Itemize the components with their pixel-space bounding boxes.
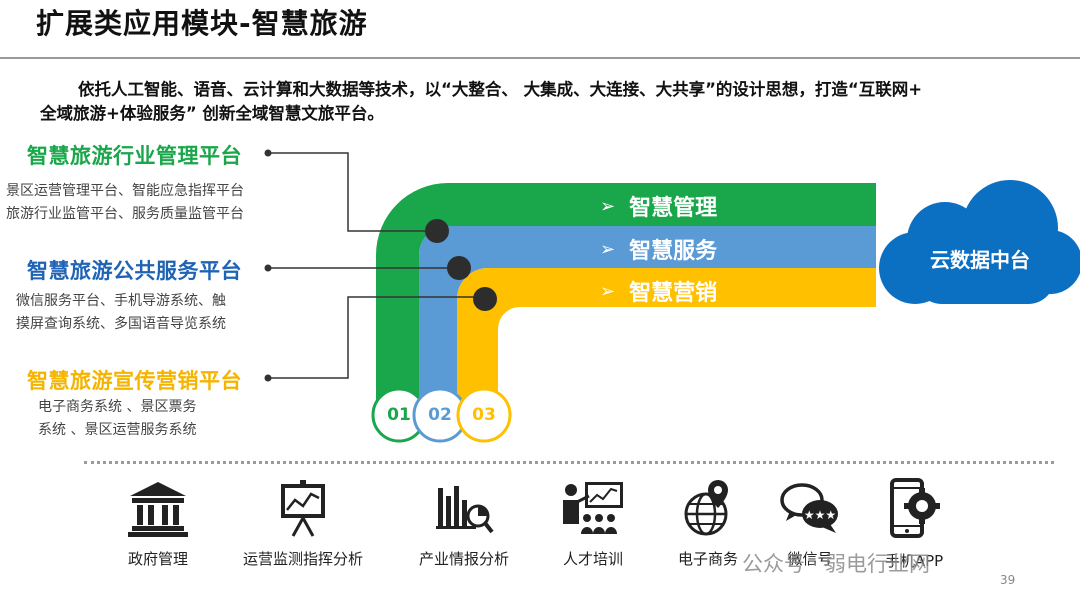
cloud-label: 云数据中台 [930, 248, 1030, 272]
number-03: 03 [472, 405, 496, 425]
icon-label-government: 政府管理 [127, 550, 188, 568]
platform-title-service: 智慧旅游公共服务平台 [27, 259, 242, 283]
icon-item-government: 政府管理 [118, 478, 198, 569]
platform-desc-service-2: 摸屏查询系统、多国语音导览系统 [16, 316, 226, 332]
arrow-right-icon: ➢ [600, 195, 616, 217]
number-circle-03 [456, 387, 512, 443]
page-title: 扩展类应用模块-智慧旅游 [36, 7, 368, 40]
connector-node-management [425, 219, 449, 243]
number-02: 02 [428, 405, 452, 425]
connector-dot-left-management [264, 149, 272, 157]
icon-label-ecommerce: 电子商务 [677, 550, 738, 568]
band-green-management [376, 183, 876, 420]
connector-node-service [447, 256, 471, 280]
connector-dot-left-marketing [264, 374, 272, 382]
icon-label-monitor: 运营监测指挥分析 [242, 550, 363, 568]
arrow-right-icon: ➢ [600, 280, 616, 302]
intro-paragraph: 依托人工智能、语音、云计算和大数据等技术，以“大整合、 大集成、大连接、大共享”… [40, 78, 1050, 126]
connector-line-marketing [268, 296, 485, 379]
platform-desc-marketing-1: 电子商务系统 、景区票务 [38, 399, 197, 415]
page-number: 39 [1000, 573, 1016, 587]
title-divider [0, 57, 1080, 59]
connector-node-marketing [473, 287, 497, 311]
number-01: 01 [387, 405, 411, 425]
chat-bubbles-icon: ★★★ [780, 483, 838, 533]
connector-line-management [268, 152, 437, 232]
band-text-marketing: 智慧营销 [629, 281, 718, 306]
icon-item-ecommerce: 电子商务 [670, 478, 746, 569]
platform-desc-marketing-2: 系统 、景区运营服务系统 [38, 422, 197, 438]
training-presentation-icon [563, 482, 623, 534]
intro-line-1: 依托人工智能、语音、云计算和大数据等技术，以“大整合、 大集成、大连接、大共享”… [78, 80, 923, 99]
platform-desc-management-2: 旅游行业监管平台、服务质量监管平台 [6, 206, 244, 222]
band-text-service: 智慧服务 [629, 239, 718, 264]
band-text-management: 智慧管理 [629, 196, 718, 221]
icon-item-training: 人才培训 [555, 478, 631, 569]
bar-chart-magnifier-icon [436, 486, 494, 534]
watermark-text: 公众号 · 弱电行业网 [742, 552, 931, 576]
platform-desc-service-1: 微信服务平台、手机导游系统、触 [16, 293, 226, 309]
band-blue-service [419, 226, 876, 420]
icon-label-wechat: 微信号 [787, 550, 833, 568]
cloud-shape [879, 180, 1080, 304]
icon-item-monitor: 运营监测指挥分析 [236, 478, 370, 569]
icon-item-mobile-app: 手机APP [874, 478, 954, 571]
platform-title-management: 智慧旅游行业管理平台 [27, 144, 242, 168]
monitor-chart-board-icon [281, 480, 325, 537]
platform-desc-management-1: 景区运营管理平台、智能应急指挥平台 [6, 183, 244, 199]
icon-item-industry-intel: 产业情报分析 [412, 478, 516, 569]
connector-dot-left-service [264, 264, 272, 272]
arrow-right-icon: ➢ [600, 238, 616, 260]
icon-label-training: 人才培训 [562, 550, 623, 568]
band-label-service: ➢ 智慧服务 [600, 233, 717, 265]
phone-gear-icon [890, 478, 940, 538]
platform-title-marketing: 智慧旅游宣传营销平台 [27, 369, 242, 393]
band-label-management: ➢ 智慧管理 [600, 190, 717, 222]
icon-item-wechat: ★★★ 微信号 [772, 478, 848, 569]
icon-label-industry-intel: 产业情报分析 [418, 550, 509, 568]
dotted-divider [84, 461, 1054, 464]
icon-label-mobile-app: 手机APP [884, 552, 944, 570]
intro-line-2: 全域旅游+体验服务” 创新全域智慧文旅平台。 [40, 104, 384, 123]
svg-text:★★★: ★★★ [804, 508, 836, 522]
government-icon [128, 482, 188, 537]
band-label-marketing: ➢ 智慧营销 [600, 275, 717, 307]
band-yellow-marketing [457, 268, 876, 420]
globe-location-icon [684, 480, 728, 536]
